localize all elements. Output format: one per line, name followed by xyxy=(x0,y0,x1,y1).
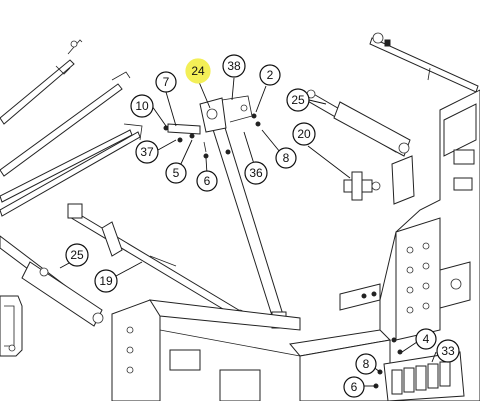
callout-label: 10 xyxy=(135,99,149,113)
callout-6-upper[interactable]: 6 xyxy=(196,170,218,192)
lower-left-bracket xyxy=(0,295,23,357)
callouts: 24 38 7 2 25 10 37 5 xyxy=(65,54,460,398)
upper-left-rods xyxy=(0,39,143,217)
callout-label: 5 xyxy=(173,166,180,180)
callout-label: 20 xyxy=(297,127,311,141)
callout-label: 4 xyxy=(423,332,430,346)
callout-8-lower[interactable]: 8 xyxy=(355,353,377,375)
callout-label: 7 xyxy=(163,75,170,89)
callout-label: 37 xyxy=(140,145,154,159)
callout-label: 6 xyxy=(204,174,211,188)
callout-8-upper[interactable]: 8 xyxy=(275,147,297,169)
callout-label: 25 xyxy=(70,248,84,262)
callout-36[interactable]: 36 xyxy=(244,161,268,185)
callout-4[interactable]: 4 xyxy=(415,328,437,350)
callout-10[interactable]: 10 xyxy=(130,94,154,118)
callout-33[interactable]: 33 xyxy=(436,339,460,363)
central-link-rod xyxy=(199,95,287,329)
callout-6-lower[interactable]: 6 xyxy=(343,376,365,398)
callout-label: 33 xyxy=(441,344,455,358)
upper-hydraulic-cylinder xyxy=(305,89,411,157)
callout-20[interactable]: 20 xyxy=(292,122,316,146)
callout-5[interactable]: 5 xyxy=(165,162,187,184)
callout-label: 19 xyxy=(99,274,113,288)
callout-25-lower[interactable]: 25 xyxy=(65,243,89,267)
fitting-part-20 xyxy=(343,171,381,201)
callout-37[interactable]: 37 xyxy=(135,140,159,164)
callout-2[interactable]: 2 xyxy=(259,64,281,86)
callout-label: 24 xyxy=(191,64,205,78)
callout-label: 8 xyxy=(363,357,370,371)
callout-label: 36 xyxy=(249,166,263,180)
callout-7[interactable]: 7 xyxy=(155,71,177,93)
callout-label: 25 xyxy=(291,93,305,107)
upper-right-rod xyxy=(369,32,479,93)
lower-hydraulic-cylinder xyxy=(0,235,104,327)
callout-label: 6 xyxy=(351,380,358,394)
callout-label: 8 xyxy=(283,151,290,165)
callout-38[interactable]: 38 xyxy=(222,54,246,78)
callout-25-upper[interactable]: 25 xyxy=(286,88,310,112)
callout-19[interactable]: 19 xyxy=(94,269,118,293)
callout-label: 38 xyxy=(227,59,241,73)
callout-label: 2 xyxy=(267,68,274,82)
callout-24[interactable]: 24 xyxy=(185,58,211,84)
main-frame xyxy=(379,89,480,401)
